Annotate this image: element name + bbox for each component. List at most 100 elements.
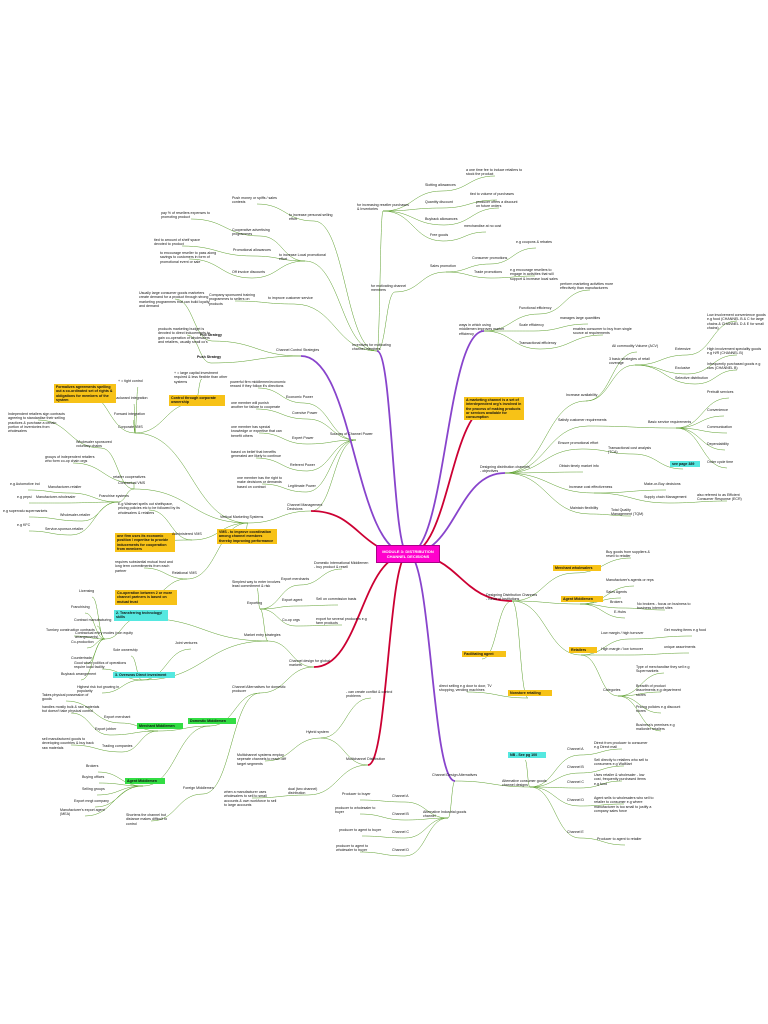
node-chb[interactable]: Channel B	[392, 812, 409, 816]
node-fm[interactable]: Foreign Middlemen	[183, 786, 214, 790]
node-coop[interactable]: Cooperative advertising programmes	[232, 228, 270, 237]
node-egw[interactable]: E.g Walmart spells out shelfspace, prici…	[118, 502, 180, 515]
node-mw[interactable]: Manufacturer-wholesaler	[36, 495, 76, 499]
node-ch_e[interactable]: Channel E	[567, 830, 584, 834]
node-cp2[interactable]: Co-production	[71, 640, 94, 644]
node-ice[interactable]: Increase cost effectiveness	[569, 485, 613, 489]
node-ua[interactable]: unique assortments	[664, 645, 696, 649]
node-am[interactable]: Agent Middlemen	[125, 778, 165, 785]
node-p389[interactable]: see page 389	[670, 461, 700, 468]
node-lci[interactable]: + = large capital investment required & …	[174, 371, 228, 384]
node-ch_d[interactable]: Channel D	[567, 798, 584, 802]
node-xp1[interactable]: one member has special knowledge or expe…	[231, 425, 282, 438]
node-bom[interactable]: Breadth of product assortments e.g depar…	[636, 684, 681, 697]
node-tom[interactable]: Type of merchandise they sell e.g Superm…	[636, 665, 690, 674]
node-rvms2[interactable]: Co-operation between 2 or more channel p…	[115, 590, 177, 605]
node-push2[interactable]: products marketing budget is devoted to …	[158, 327, 210, 344]
node-emr[interactable]: Export merchant	[104, 715, 131, 719]
node-lp[interactable]: Legitimate Power	[288, 484, 316, 488]
node-ird[interactable]: Independent retailers sign contracts agr…	[8, 412, 65, 434]
node-se1[interactable]: manages large quantities	[560, 316, 601, 320]
node-dim[interactable]: Domestic International Middlemen - buy p…	[314, 561, 369, 570]
node-tca[interactable]: Transactional cost analysis (TCA)	[608, 446, 652, 455]
node-bc1[interactable]: a one time fee to induce retailers to st…	[466, 168, 523, 177]
node-bpm[interactable]: Business's premises e.g mailorder retail…	[636, 723, 675, 732]
node-sel[interactable]: Selective distribution	[675, 376, 708, 380]
node-lp1[interactable]: one member has the right to make decisio…	[237, 476, 282, 489]
node-inc2[interactable]: for motivating channel members	[371, 284, 407, 293]
node-ep1[interactable]: powerful firm middlemen/economic reward …	[230, 380, 286, 389]
node-ch_a[interactable]: Channel A	[567, 747, 584, 751]
node-cha[interactable]: Channel A	[392, 794, 409, 798]
node-se[interactable]: Scale efficiency	[519, 323, 544, 327]
node-nsr[interactable]: Nonstore retailing	[508, 690, 552, 697]
node-coop1[interactable]: pay % of resellers expenses to promoting…	[161, 211, 210, 220]
node-qd[interactable]: Quantity discount	[425, 200, 453, 204]
node-sma[interactable]: sell manufactured goods to developing co…	[42, 737, 94, 750]
node-hs[interactable]: Hybrid system	[306, 730, 329, 734]
node-mes[interactable]: Market entry strategies	[244, 633, 281, 637]
node-lic[interactable]: Licensing	[79, 589, 95, 593]
node-pab[interactable]: producer to agent to buyer	[339, 828, 382, 832]
node-emg[interactable]: Export mngt company	[74, 799, 109, 803]
node-bi[interactable]: Backward integration	[114, 396, 148, 400]
node-cst[interactable]: Company sponsored training programmes to…	[209, 293, 255, 306]
node-ssr[interactable]: Service-sponsor-retailer	[45, 527, 84, 531]
node-fagt[interactable]: Facilitating agent	[462, 651, 506, 658]
node-tps[interactable]: Takes physical possession of goods	[42, 693, 89, 702]
node-cdgm[interactable]: Channel design for global markets	[289, 659, 330, 668]
node-gmf[interactable]: Get moving items e.g food	[664, 628, 706, 632]
node-dmm[interactable]: Domestic Middlemen	[188, 718, 236, 725]
node-chc[interactable]: Channel C	[392, 830, 409, 834]
node-pm[interactable]: Push money or spiffs / sales contests	[232, 196, 277, 205]
node-sag[interactable]: Sales Agents	[606, 590, 627, 594]
node-mao[interactable]: Manufacturer's agents or reps	[606, 578, 654, 582]
node-off[interactable]: Off invoice discounts	[232, 270, 266, 274]
node-nob[interactable]: No brokers - focus on business to busine…	[637, 602, 691, 611]
node-ea1[interactable]: Sell on commission basis	[316, 597, 357, 601]
node-pulls[interactable]: Pull Strategy	[200, 333, 222, 337]
node-cms[interactable]: Channel Management Decisions	[287, 503, 323, 512]
node-cpro[interactable]: Consumer promotions	[472, 256, 508, 260]
node-wsvc[interactable]: Wholesaler sponsored voluntary chains	[76, 440, 112, 449]
node-avms1[interactable]: one firm uses its economic position / ex…	[115, 533, 175, 553]
node-amid[interactable]: Agent Middlemen	[561, 596, 603, 603]
node-bba[interactable]: Buyback allowances	[425, 217, 458, 221]
node-fe1[interactable]: perform marketing activities more effect…	[560, 282, 614, 291]
node-ep[interactable]: Economic Power	[286, 395, 313, 399]
node-egk[interactable]: e.g KFC	[17, 523, 31, 527]
node-ps[interactable]: Prebuilt services	[707, 390, 734, 394]
node-mcs[interactable]: Multichannel systems employ seperate cha…	[237, 753, 287, 766]
node-cvms2[interactable]: Contractual VMS	[118, 481, 146, 485]
node-ipso[interactable]: to increase personal selling effort	[289, 213, 333, 222]
node-dual[interactable]: dual (two channel) distribution	[288, 787, 318, 796]
node-bro[interactable]: Brokers	[86, 764, 99, 768]
node-ch_b1[interactable]: Sell directly to retailers who sell to c…	[594, 758, 649, 767]
node-acgc[interactable]: Alternative consumer goods channel desig…	[502, 779, 547, 788]
node-xp[interactable]: Expert Power	[292, 436, 314, 440]
node-ch_e1[interactable]: Producer to agent to retailer	[597, 837, 642, 841]
node-em[interactable]: Export merchants	[281, 577, 310, 581]
node-socp[interactable]: Sources of Channel Power	[330, 432, 373, 436]
node-hrg[interactable]: Highest risk but growing in popularity	[77, 685, 120, 694]
node-dep[interactable]: Dependability	[707, 442, 729, 446]
node-chd[interactable]: A marketing channel is a set of interdep…	[464, 397, 524, 421]
node-mr[interactable]: Manufacturer-retailer	[48, 485, 82, 489]
node-bc2[interactable]: tied to volume of purchases	[470, 192, 514, 196]
node-cat[interactable]: Categories	[603, 688, 621, 692]
node-cp[interactable]: Coercive Power	[292, 411, 318, 415]
node-vms1[interactable]: VMS - to improve coordination among chan…	[217, 529, 277, 544]
node-so[interactable]: Sole ownership	[113, 648, 138, 652]
node-acv[interactable]: All commodity Volume (ACV)	[612, 344, 659, 348]
node-egp[interactable]: e.g pepsi	[17, 495, 32, 499]
node-cadp[interactable]: Channel Alternatives for domestic produc…	[232, 685, 286, 694]
node-cpro1[interactable]: e.g coupons & rebates	[516, 240, 552, 244]
node-push1[interactable]: Usually large consumer goods marketers c…	[139, 291, 210, 308]
node-sel1[interactable]: Infrequently purchased goods e.g cars (C…	[707, 362, 761, 371]
node-epe[interactable]: Ensure promotional effort	[558, 441, 599, 445]
node-vms[interactable]: Vertical Marketing Systems	[220, 515, 264, 519]
node-cvms[interactable]: Corporate VMS	[118, 425, 143, 429]
node-exc[interactable]: Exclusive	[675, 366, 691, 370]
node-bgs[interactable]: Buy goods from suppliers & resell to ret…	[606, 550, 650, 559]
node-ehubs[interactable]: E-Hubs	[614, 610, 626, 614]
